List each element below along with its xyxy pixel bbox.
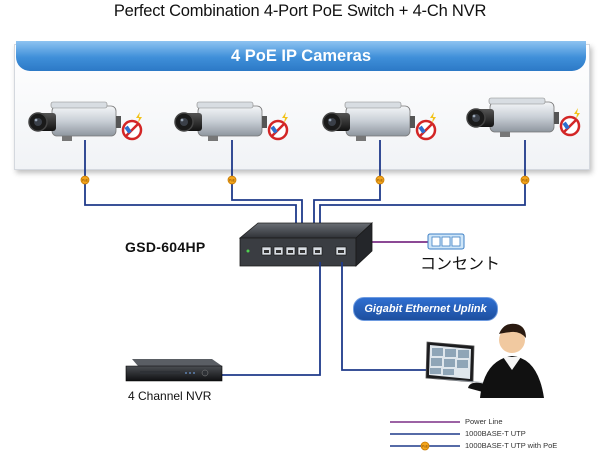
nvr-device-icon (125, 359, 223, 382)
poe-marker-4 (520, 175, 530, 185)
switch-model-label: GSD-604HP (125, 239, 206, 255)
poe-switch-icon (238, 222, 374, 267)
legend-poe-marker (420, 441, 430, 451)
legend-power-line-label: Power Line (465, 417, 503, 426)
legend (390, 421, 460, 451)
ip-camera-3 (321, 100, 438, 143)
diagram-title: Perfect Combination 4-Port PoE Switch + … (113, 2, 487, 20)
ip-camera-2 (173, 100, 290, 143)
poe-marker-3 (375, 175, 385, 185)
poe-marker-2 (227, 175, 237, 185)
uplink-cable (341, 262, 430, 371)
power-outlet-icon (427, 233, 465, 250)
outlet-label: コンセント (420, 254, 501, 273)
poe-cables (84, 140, 526, 232)
camera-panel-header: 4 PoE IP Cameras (16, 41, 586, 71)
legend-utp-poe-label: 1000BASE-T UTP with PoE (465, 441, 558, 450)
ip-camera-4 (465, 96, 582, 139)
legend-utp-label: 1000BASE-T UTP (465, 429, 526, 438)
poe-marker-1 (80, 175, 90, 185)
ip-camera-1 (27, 100, 144, 143)
pc-user-icon (425, 323, 544, 398)
nvr-label: 4 Channel NVR (128, 389, 212, 403)
nvr-cable (214, 262, 321, 376)
uplink-badge: Gigabit Ethernet Uplink (353, 297, 498, 321)
